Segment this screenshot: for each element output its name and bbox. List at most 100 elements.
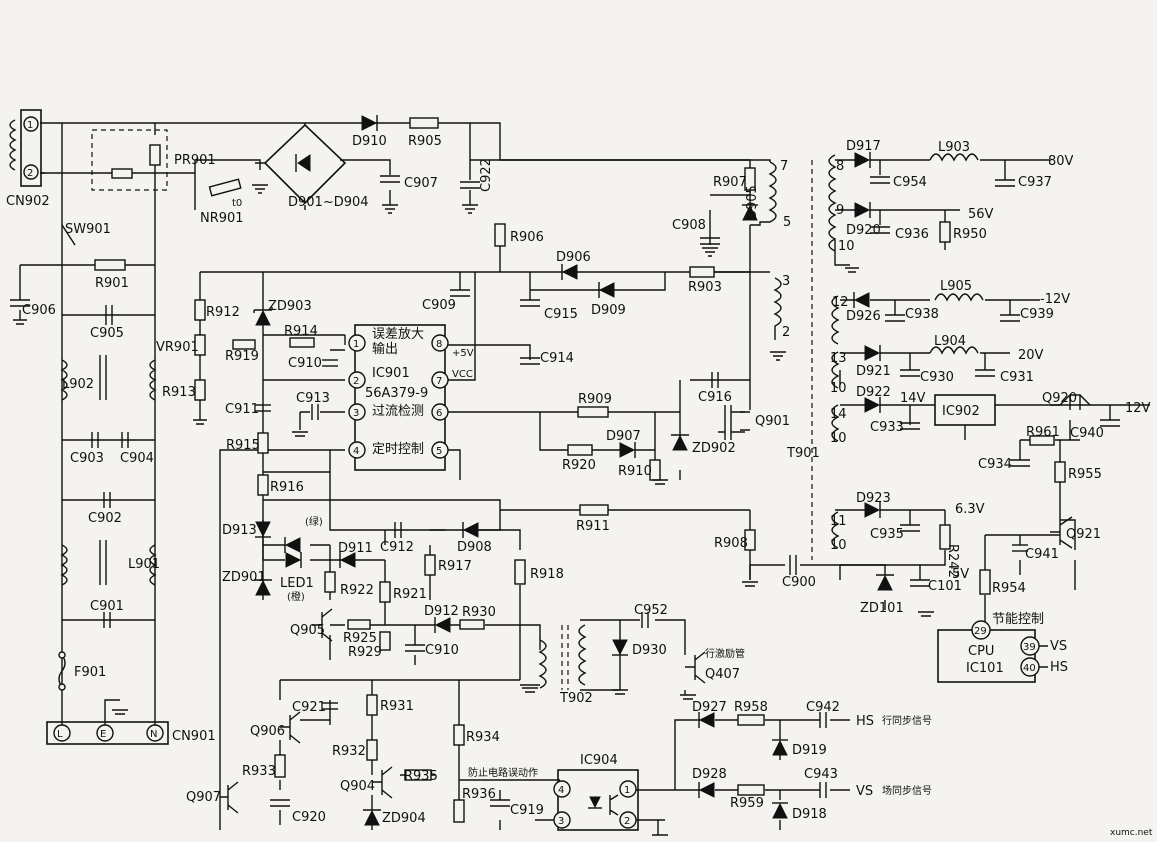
winding-8: 8 [836, 159, 844, 174]
r936-label: R936 [462, 787, 496, 802]
ic901-part: 56A379-9 [365, 386, 428, 401]
l904-label: L904 [934, 334, 966, 349]
d928-diode [698, 782, 715, 798]
d917-label: D917 [846, 139, 881, 154]
c934-label: C934 [978, 457, 1012, 472]
r914-resistor [289, 337, 315, 348]
r950-label: R950 [953, 227, 987, 242]
svg-text:1: 1 [27, 120, 33, 131]
c916-label: C916 [698, 390, 732, 405]
r901-resistor [94, 259, 126, 271]
ic901-func-4: 定时控制 [372, 442, 424, 457]
winding-9: 9 [836, 203, 844, 218]
d907-diode [619, 442, 636, 458]
d912-diode [434, 617, 451, 633]
q904-label: Q904 [340, 779, 375, 794]
r935-resistor [404, 769, 432, 781]
r961-resistor [1029, 435, 1055, 446]
q906-transistor [280, 711, 301, 744]
c938-label: C938 [905, 307, 939, 322]
ic901-pin8: 8 [436, 339, 442, 350]
r918-label: R918 [530, 567, 564, 582]
protect-label: 防止电路误动作 [468, 766, 538, 779]
c936-label: C936 [895, 227, 929, 242]
r913-label: R913 [162, 385, 196, 400]
r901-label: R901 [95, 276, 129, 291]
d908-diode [462, 522, 479, 538]
r954-resistor [979, 569, 991, 595]
r917-resistor [424, 554, 436, 576]
r909-resistor [577, 406, 609, 418]
r929-resistor [379, 631, 391, 651]
minus12v-label: -12V [1040, 292, 1070, 307]
d923-label: D923 [856, 491, 891, 506]
d908-label: D908 [457, 540, 492, 555]
q407-transistor [685, 651, 706, 684]
svg-text:2: 2 [27, 168, 33, 179]
l901-label: L901 [128, 557, 160, 572]
r906-resistor [494, 223, 506, 247]
c954-capacitor [870, 176, 890, 184]
ic901-pin5: 5 [436, 446, 442, 457]
d921-diode [864, 345, 881, 361]
c905-capacitor [105, 305, 113, 325]
cpu-pin29: 29 [974, 626, 987, 637]
r933-label: R933 [242, 764, 276, 779]
d913-diode [255, 521, 271, 538]
r934-label: R934 [466, 730, 500, 745]
r958-resistor [737, 714, 765, 726]
c914-capacitor [520, 357, 540, 365]
winding-2: 2 [782, 325, 790, 340]
ic901-pin4: 4 [353, 446, 359, 457]
q905-label: Q905 [290, 623, 325, 638]
d921-label: D921 [856, 364, 891, 379]
d911-label: D911 [338, 541, 373, 556]
d905-label: D905 [745, 185, 760, 220]
c939-capacitor [1000, 314, 1020, 322]
r917-label: R917 [438, 559, 472, 574]
c954-label: C954 [893, 175, 927, 190]
hsync-label: 行同步信号 [882, 714, 932, 727]
r906-label: R906 [510, 230, 544, 245]
c901-label: C901 [90, 599, 124, 614]
r958-label: R958 [734, 700, 768, 715]
winding-10a: 10 [838, 239, 855, 254]
vs-out-label: VS [1050, 639, 1067, 654]
c909-label: C909 [422, 298, 456, 313]
l905-inductor [934, 293, 984, 302]
d927-label: D927 [692, 700, 727, 715]
c943-capacitor [819, 782, 827, 798]
ic901-vcc: VCC [452, 369, 473, 380]
l901-choke [60, 540, 157, 586]
c920-label: C920 [292, 810, 326, 825]
ic902-label: IC902 [942, 404, 980, 419]
c938-capacitor [885, 314, 905, 322]
c934-capacitor [1010, 459, 1030, 467]
winding-3: 3 [782, 274, 790, 289]
svg-text:L: L [57, 729, 63, 740]
r903-resistor [689, 266, 715, 278]
c939-label: C939 [1020, 307, 1054, 322]
ic901-name: IC901 [372, 366, 410, 381]
c921-label: C921 [292, 700, 326, 715]
c919-capacitor [490, 799, 510, 807]
cn902-label: CN902 [6, 194, 50, 209]
r908-label: R908 [714, 536, 748, 551]
vs-in-label: VS [856, 784, 873, 799]
l903-inductor [929, 153, 979, 162]
d917-diode [854, 152, 871, 168]
r909-label: R909 [578, 392, 612, 407]
sw901-label: SW901 [65, 222, 111, 237]
c941-capacitor [1012, 544, 1028, 552]
r931-resistor [366, 694, 378, 716]
t902-label: T902 [559, 691, 593, 706]
d920-label: D920 [846, 223, 881, 238]
zd902-label: ZD902 [692, 441, 736, 456]
sw901-switch [61, 224, 76, 246]
c905-label: C905 [90, 326, 124, 341]
q407-label: Q407 [705, 667, 740, 682]
bridge-rectifier [263, 123, 347, 205]
q901-mosfet [718, 405, 745, 440]
c922-capacitor [460, 181, 480, 189]
d930-label: D930 [632, 643, 667, 658]
